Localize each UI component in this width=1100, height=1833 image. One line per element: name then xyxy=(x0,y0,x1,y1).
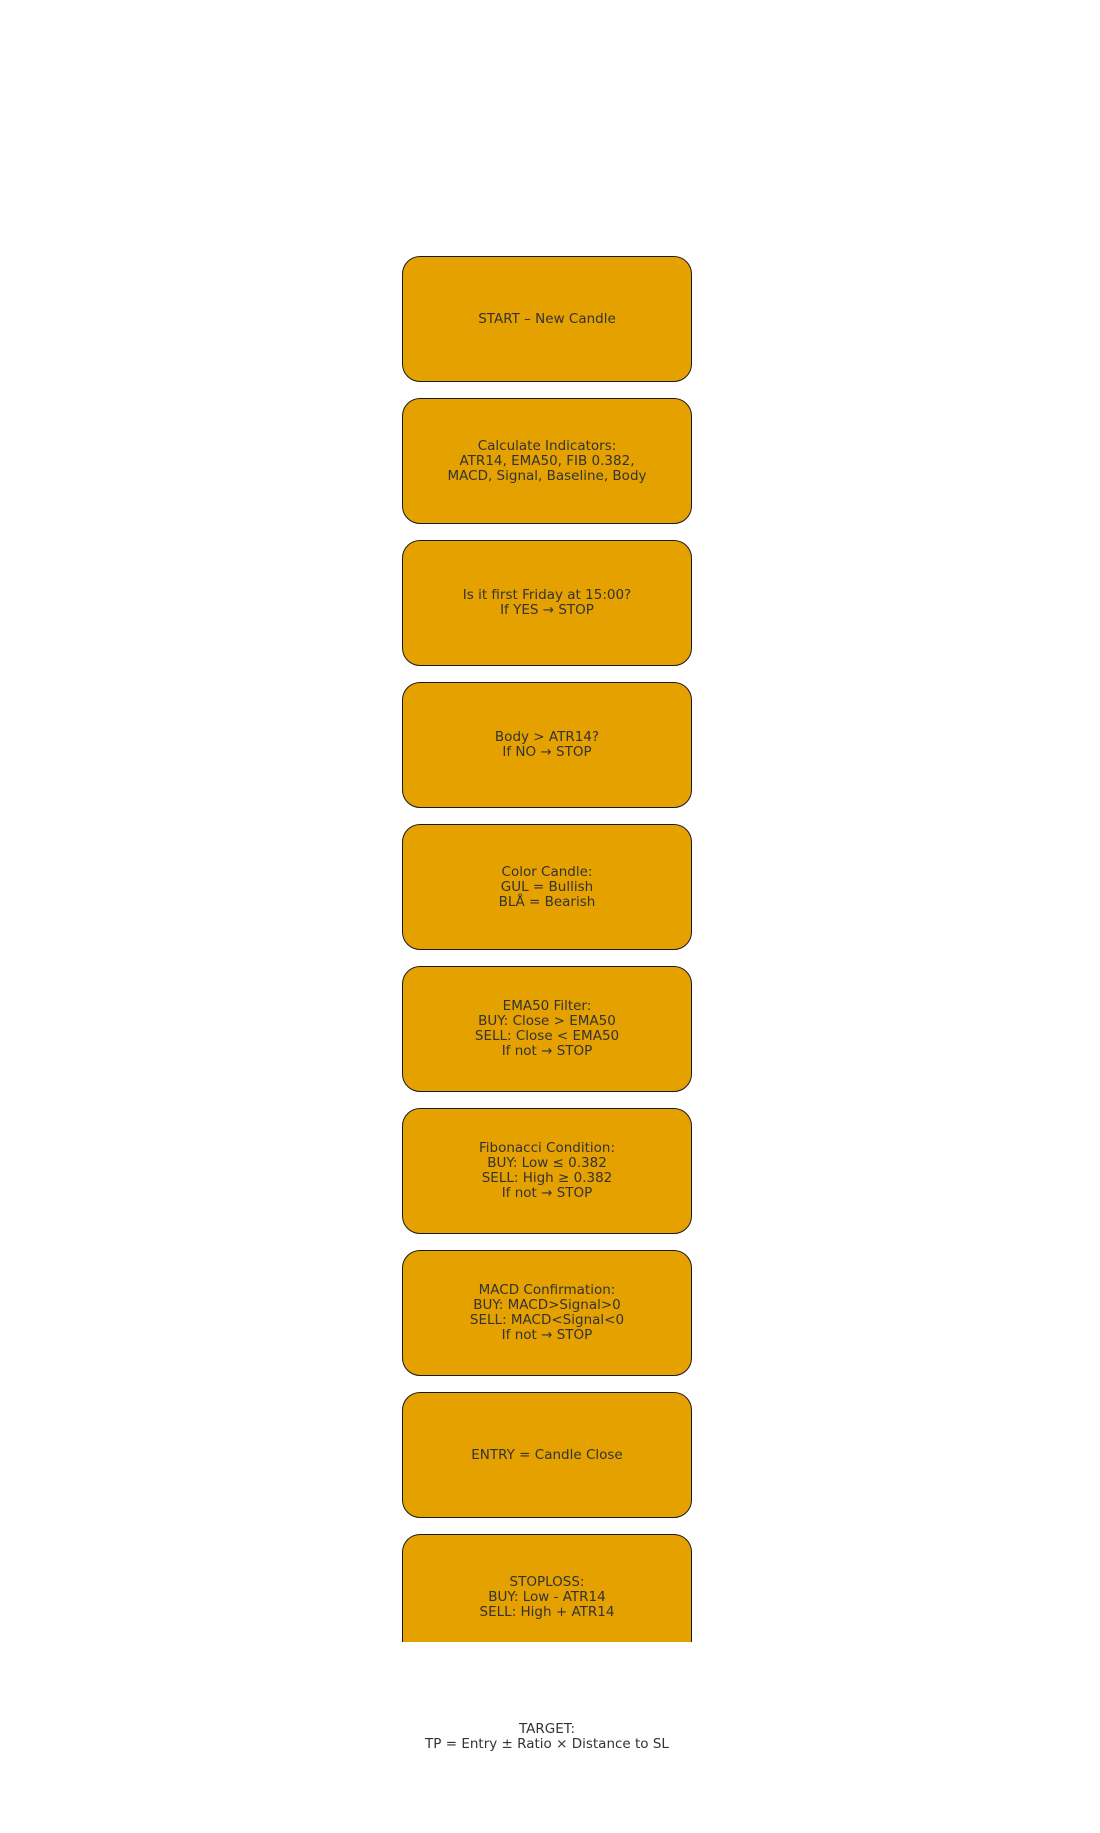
flow-step-label: MACD Confirmation: BUY: MACD>Signal>0 SE… xyxy=(469,1282,625,1343)
flow-step-label: Color Candle: GUL = Bullish BLÅ = Bearis… xyxy=(498,863,596,910)
flow-step-label: EMA50 Filter: BUY: Close > EMA50 SELL: C… xyxy=(474,998,620,1059)
flow-step-ema50-filter: EMA50 Filter: BUY: Close > EMA50 SELL: C… xyxy=(402,966,692,1092)
flow-step-label: ENTRY = Candle Close xyxy=(471,1446,623,1463)
flow-step-label: Fibonacci Condition: BUY: Low ≤ 0.382 SE… xyxy=(478,1140,616,1201)
flow-step-calculate-indicators: Calculate Indicators: ATR14, EMA50, FIB … xyxy=(402,398,692,524)
flow-step-label: Body > ATR14? If NO → STOP xyxy=(494,729,600,760)
flow-step-label: Is it first Friday at 15:00? If YES → ST… xyxy=(462,587,632,618)
flow-step-stoploss: STOPLOSS: BUY: Low - ATR14 SELL: High + … xyxy=(402,1534,692,1642)
flow-step-fibonacci-condition: Fibonacci Condition: BUY: Low ≤ 0.382 SE… xyxy=(402,1108,692,1234)
flow-step-color-candle: Color Candle: GUL = Bullish BLÅ = Bearis… xyxy=(402,824,692,950)
flow-step-label: START – New Candle xyxy=(478,310,616,327)
flow-step-entry: ENTRY = Candle Close xyxy=(402,1392,692,1518)
flow-step-label: STOPLOSS: BUY: Low - ATR14 SELL: High + … xyxy=(479,1574,615,1620)
flow-step-macd-confirmation: MACD Confirmation: BUY: MACD>Signal>0 SE… xyxy=(402,1250,692,1376)
flow-step-label: Calculate Indicators: ATR14, EMA50, FIB … xyxy=(447,437,647,484)
flow-step-start: START – New Candle xyxy=(402,256,692,382)
flow-step-body-atr-check: Body > ATR14? If NO → STOP xyxy=(402,682,692,808)
flow-step-first-friday-check: Is it first Friday at 15:00? If YES → ST… xyxy=(402,540,692,666)
flow-target-label: TARGET: TP = Entry ± Ratio × Distance to… xyxy=(425,1721,669,1752)
